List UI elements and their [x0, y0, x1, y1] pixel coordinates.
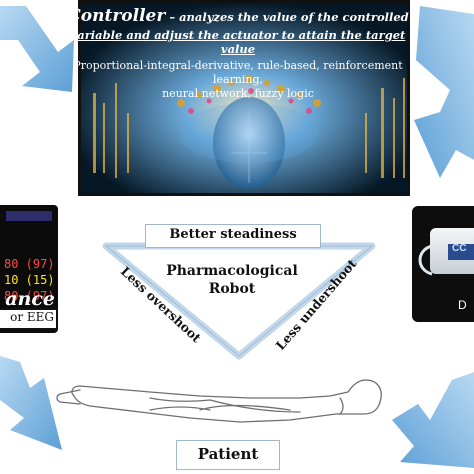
monitor-subcaption: or EEG — [10, 310, 54, 324]
better-steadiness-box — [145, 224, 321, 248]
pharmacological-robot-label: Pharmacological Robot — [160, 262, 304, 298]
controller-desc-line1: analyzes the value of the controlled — [179, 10, 409, 24]
patient-box — [176, 440, 280, 470]
controller-dash: – — [165, 10, 180, 24]
monitor-reading-3: 80 (97) — [4, 289, 55, 303]
controller-panel — [78, 0, 410, 196]
robot-label-line1: Pharmacological — [166, 263, 298, 279]
better-steadiness-label: Better steadiness — [169, 227, 297, 242]
patient-label: Patient — [197, 445, 259, 463]
pump-label: CC — [452, 243, 467, 254]
pump-tubing — [418, 244, 433, 276]
monitor-caption: ance — [5, 288, 55, 310]
monitor-reading-2: 10 (15) — [4, 273, 55, 287]
controller-desc-line2: variable and adjust the actuator to atta… — [70, 28, 406, 56]
arrow-top-left — [0, 6, 74, 92]
controller-methods-line1: Proportional-integral-derivative, rule-b… — [73, 59, 403, 86]
controller-methods-line2: neural network, fuzzy logic — [162, 87, 314, 100]
arrow-top-right — [414, 6, 474, 178]
robot-label-line2: Robot — [208, 281, 256, 297]
controller-title: Controller — [67, 6, 166, 26]
monitor-reading-1: 80 (97) — [4, 257, 55, 271]
pump-screen — [448, 244, 474, 260]
ai-head-illustration — [81, 3, 407, 193]
monitor-header-bar — [6, 211, 52, 221]
monitor-subcaption-box — [0, 308, 58, 330]
arrow-bottom-right — [392, 372, 474, 468]
device-caption: D — [458, 298, 467, 312]
controller-caption: Controller – analyzes the value of the c… — [66, 6, 410, 101]
arrow-bottom-left — [0, 356, 62, 450]
